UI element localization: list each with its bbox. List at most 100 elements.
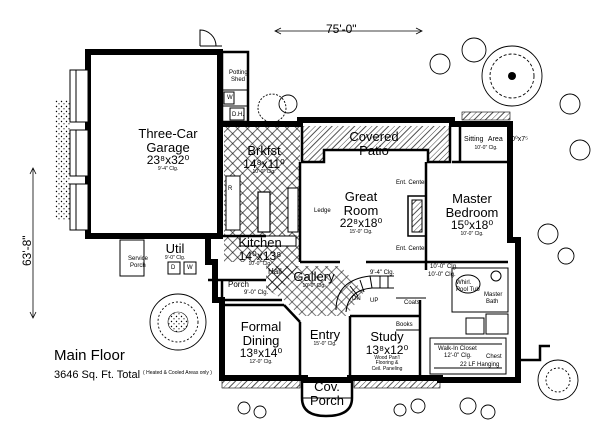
label-books: Books (396, 322, 413, 328)
landscape-trees (149, 37, 591, 420)
master-name-line2: Bedroom (445, 204, 499, 220)
master-size: 15⁰x18⁰ (450, 218, 494, 233)
entry-ceiling: 15'-0" Clg. (313, 340, 337, 347)
room-brkfst: Brkfst 14⁸x11⁰ 10'-0" Clg. (234, 144, 294, 175)
label-bath-line1: Master (484, 292, 503, 298)
gallery-name: Gallery (293, 269, 335, 284)
room-gallery: Gallery 10'-0" Clg. (286, 270, 342, 289)
house-walls (205, 117, 521, 418)
garage-name-line1: Three-Car (138, 126, 198, 141)
plan-area-note: ( Heated & Cooled Areas only ) (143, 369, 212, 376)
label-ent-center-1: Ent. Center (396, 180, 427, 186)
garage-ceiling: 9'-4" Clg. (157, 165, 179, 172)
label-chest: Chest (486, 354, 502, 360)
label-ledge: Ledge (314, 208, 331, 214)
room-garage: Three-Car Garage 23⁸x32⁰ 9'-4" Clg. (128, 127, 208, 172)
kitchen-ceiling: 10'-0" Clg. (248, 261, 272, 268)
label-potting-line2: Shed (231, 77, 246, 83)
label-service-line2: Porch (130, 263, 146, 269)
gallery-ceiling: 10'-0" Clg. (302, 282, 326, 289)
master-ceiling: 10'-0" Clg. (460, 230, 484, 237)
label-hanging: 22 LF Hanging (460, 362, 500, 368)
exterior-planters (221, 111, 550, 389)
room-util: Util 9'-0" Clg. (150, 242, 200, 261)
room-entry: Entry 15'-0" Clg. (302, 328, 348, 347)
study-ceiling-line3: Ceil. Paneling (371, 365, 403, 372)
staircase (335, 275, 394, 313)
cov-porch-name-line1: Cov. (314, 379, 340, 394)
great-room-ceiling: 15'-0" Clg. (349, 228, 373, 235)
room-sitting-area: Sitting Area 10⁰x7⁵ 10'-0" Clg. (464, 129, 528, 151)
label-porch-ceiling: 9'-0" Clg. (244, 290, 269, 296)
dining-name-line2: Dining (242, 332, 280, 348)
patio-name-line2: Patio (359, 142, 389, 158)
study-name: Study (370, 329, 404, 344)
entry-name: Entry (309, 327, 341, 342)
kitchen-size: 14⁰x13⁸ (238, 248, 282, 263)
label-dh: D.H. (232, 112, 244, 118)
width-dimension: 75'-0" (326, 22, 357, 36)
great-room-name-line2: Room (343, 202, 379, 218)
study-ceiling-line1: Wood Pan'l (374, 355, 400, 362)
label-ent-center-2: Ent. Center (396, 246, 427, 252)
room-formal-dining: Formal Dining 13⁸x14⁰ 12'-0" Clg. (230, 320, 292, 365)
study-size: 13⁸x12⁰ (365, 342, 409, 357)
width-dimension-line (274, 27, 423, 35)
garage-size: 23⁸x32⁰ (146, 153, 190, 168)
room-study: Study 13⁸x12⁰ Wood Pan'l Flooring & Ceil… (358, 330, 416, 372)
label-washer: W (227, 95, 233, 101)
label-coats: Coats (404, 300, 420, 306)
potting-shed-walls (199, 29, 250, 124)
label-tub-line1: Whirl. (456, 280, 472, 286)
sitting-name-line1: Sitting (464, 136, 484, 143)
util-name: Util (165, 241, 185, 256)
label-potting-line1: Potting (229, 70, 248, 76)
room-master-bedroom: Master Bedroom 15⁰x18⁰ 10'-0" Clg. (436, 192, 508, 237)
kitchen-floor (224, 126, 302, 290)
label-gallery-ceiling-2: 9'-4" Clg. (370, 270, 395, 276)
great-room-size: 22⁸x18⁰ (339, 216, 383, 231)
sitting-ceiling: 10'-0" Clg. (474, 144, 498, 151)
label-tub-line2: Pool Tub (456, 287, 480, 293)
label-refrigerator: R (228, 186, 233, 192)
master-name-line1: Master (452, 191, 492, 206)
dining-name-line1: Formal (240, 319, 282, 334)
depth-dimension: 63'-8" (20, 235, 34, 266)
label-closet-ceiling: 12'-0" Clg. (444, 353, 472, 359)
label-dryer: D (171, 265, 176, 271)
label-hall-ceiling: 10'-0" Clg. (430, 264, 458, 270)
depth-dimension-line (29, 167, 37, 319)
sitting-size: 10⁰x7⁵ (507, 136, 529, 143)
kitchen-name: Kitchen (238, 235, 282, 250)
util-ceiling: 9'-0" Clg. (164, 254, 186, 261)
dining-ceiling: 12'-0" Clg. (249, 358, 273, 365)
interior-walls (119, 124, 509, 378)
room-covered-patio: Covered Patio (334, 130, 414, 157)
plan-title-block: Main Floor 3646 Sq. Ft. Total( Heated & … (54, 347, 212, 383)
great-room-name-line1: Great (344, 189, 378, 204)
dining-size: 13⁸x14⁰ (239, 346, 283, 361)
room-kitchen: Kitchen 14⁰x13⁸ 10'-0" Clg. (228, 236, 292, 267)
room-cov-porch: Cov. Porch (304, 380, 350, 407)
brkfst-name: Brkfst (247, 143, 281, 158)
label-washer-util: W (187, 265, 193, 271)
plan-title: Main Floor (54, 347, 125, 364)
room-porch: Porch (228, 280, 249, 289)
label-walk-in-closet: Walk-In Closet (438, 346, 477, 352)
label-bath-ceiling: 10'-0" Clg. (428, 272, 456, 278)
label-service-line1: Service (128, 256, 149, 262)
plan-total-area: 3646 Sq. Ft. Total (54, 368, 141, 381)
garage-name-line2: Garage (146, 139, 190, 155)
room-great-room: Great Room 22⁸x18⁰ 15'-0" Clg. (328, 190, 394, 235)
label-stair-dn: DN (352, 296, 361, 302)
study-ceiling-line2: Flooring & (375, 360, 399, 367)
label-stair-up: UP (370, 298, 379, 304)
gallery-floor (268, 266, 364, 316)
covered-patio (300, 126, 452, 164)
patio-name-line1: Covered (349, 129, 399, 144)
cov-porch-name-line2: Porch (310, 392, 344, 408)
sitting-name-line2: Area (487, 136, 503, 143)
brkfst-ceiling: 10'-0" Clg. (252, 169, 276, 176)
